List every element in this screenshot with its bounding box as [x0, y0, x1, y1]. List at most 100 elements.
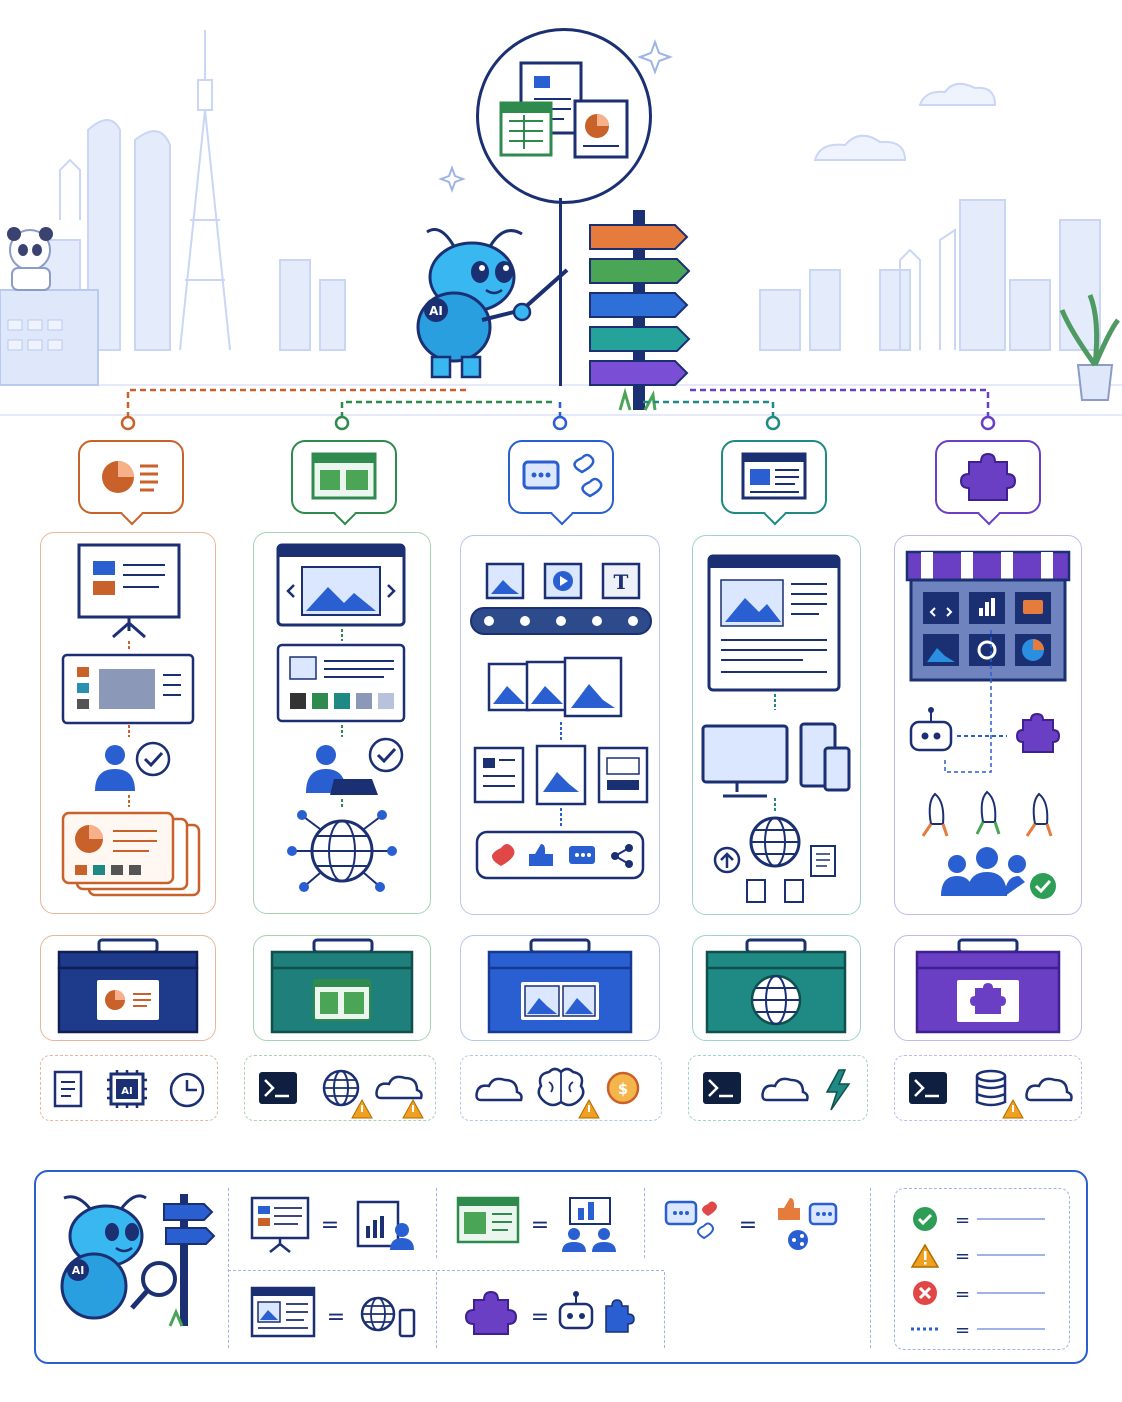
legend-equals: = [321, 1213, 339, 1238]
terminal-icon [259, 1072, 297, 1104]
terminal-icon [703, 1072, 741, 1104]
legend-map-plugin: = [464, 1290, 635, 1335]
panel-web-design-steps [253, 532, 431, 914]
bubble-web-article[interactable] [721, 440, 827, 514]
cloud-warning-icon [375, 1075, 424, 1119]
tools-presentation: AI [40, 1055, 218, 1121]
plant-icon [1059, 294, 1121, 401]
legend-equals: = [327, 1305, 345, 1330]
coin-label: $ [618, 1080, 628, 1098]
image-stack-icon [487, 656, 623, 718]
legend-equals: = [531, 1305, 549, 1330]
legend-divider [870, 1188, 871, 1348]
slide-deck-stack-icon [61, 811, 201, 897]
globe-warning-icon [322, 1069, 373, 1119]
article-page-icon [250, 1286, 316, 1338]
legend-map-web-design: = [456, 1196, 616, 1252]
legend-divider [228, 1270, 664, 1271]
article-page-icon [741, 452, 807, 500]
ai-badge: AI [429, 304, 443, 318]
social-reactions-icon [778, 1198, 838, 1250]
panel-presentation-steps [40, 532, 216, 914]
toolbox-social-media-panel [460, 935, 660, 1041]
slide-layout-icon [61, 653, 195, 725]
toolbox-plugin-panel [894, 935, 1082, 1041]
puzzle-icon [959, 452, 1017, 501]
web-layout-icon [311, 452, 377, 500]
robot-plugin-icon [909, 630, 1061, 773]
legend-equals: = [955, 1320, 970, 1341]
bubble-social-media[interactable] [508, 440, 614, 514]
legend-mascot: AI [60, 1194, 216, 1327]
globe-phone-icon [360, 1296, 416, 1338]
panel-social-media-steps: T [460, 535, 660, 915]
cloud-icon [761, 1077, 809, 1102]
brain-warning-icon [537, 1067, 600, 1119]
app-store-icon [905, 550, 1071, 682]
toolbox-presentation-panel [40, 935, 216, 1041]
team-chart-icon [562, 1197, 616, 1252]
legend-divider [436, 1188, 437, 1258]
error-icon [913, 1281, 937, 1305]
browser-carousel-icon [276, 543, 406, 627]
devices-icon [701, 722, 851, 798]
ai-chip-icon: AI [107, 1070, 147, 1108]
warning-icon [910, 1243, 940, 1268]
toolbox-presentation [57, 938, 199, 1034]
panel-web-article-steps [692, 535, 861, 915]
legend-divider [228, 1188, 229, 1348]
layout-options-icon [473, 744, 649, 806]
bubble-plugin[interactable] [935, 440, 1041, 514]
tools-web-article [688, 1055, 868, 1121]
tools-plugin [894, 1055, 1082, 1121]
user-check-icon [95, 741, 171, 791]
panda-icon [0, 227, 99, 386]
clock-icon [169, 1072, 205, 1108]
check-icon [913, 1207, 937, 1231]
tools-web-design [244, 1055, 436, 1121]
document-icon [53, 1070, 83, 1108]
legend-equals: = [531, 1213, 549, 1238]
toolbox-web-article-panel [692, 935, 861, 1041]
legend-divider [436, 1272, 437, 1348]
web-page-mockup-icon [276, 643, 406, 723]
lightning-icon [825, 1069, 851, 1111]
legend-equals: = [955, 1284, 970, 1305]
panel-plugin-steps [894, 535, 1082, 915]
city-skyline [0, 30, 1122, 416]
bubble-web-design[interactable] [291, 440, 397, 514]
pie-report-icon [102, 461, 158, 493]
cloud-icon [1025, 1077, 1073, 1102]
legend-map-web-article: = [250, 1286, 416, 1338]
ai-chip-label: AI [121, 1086, 132, 1097]
reactions-bar-icon [475, 830, 645, 880]
users-check-icon [941, 847, 1056, 899]
toolbox-web-article [705, 938, 847, 1034]
web-layout-icon [456, 1196, 520, 1244]
user-laptop-check-icon [306, 737, 404, 795]
rockets-icon [921, 790, 1053, 837]
cloud-icon [475, 1077, 523, 1102]
legend-equals: = [955, 1210, 970, 1231]
toolbox-web-design [270, 938, 414, 1034]
toolbox-plugin [915, 938, 1061, 1034]
chat-hearts-icon [664, 1200, 717, 1240]
toolbox-web-design-panel [253, 935, 431, 1041]
puzzle-icon [464, 1290, 518, 1335]
legend-panel: AI = = = = = [34, 1170, 1088, 1364]
center-stem [559, 198, 562, 386]
documents-node [476, 28, 652, 204]
bubble-presentation[interactable] [78, 440, 184, 514]
database-warning-icon [975, 1069, 1024, 1119]
legend-divider [644, 1188, 645, 1258]
tools-social-media: $ [460, 1055, 662, 1121]
legend-map-social-media: = [664, 1198, 838, 1250]
robot-puzzle-icon [558, 1291, 635, 1333]
terminal-icon [909, 1072, 947, 1104]
text-media-letter: T [614, 570, 629, 594]
legend-divider [664, 1272, 665, 1348]
status-key: = = = = [894, 1188, 1070, 1350]
legend-equals: = [739, 1213, 757, 1238]
report-user-icon [356, 1200, 414, 1250]
publish-globe-icon [713, 816, 836, 903]
